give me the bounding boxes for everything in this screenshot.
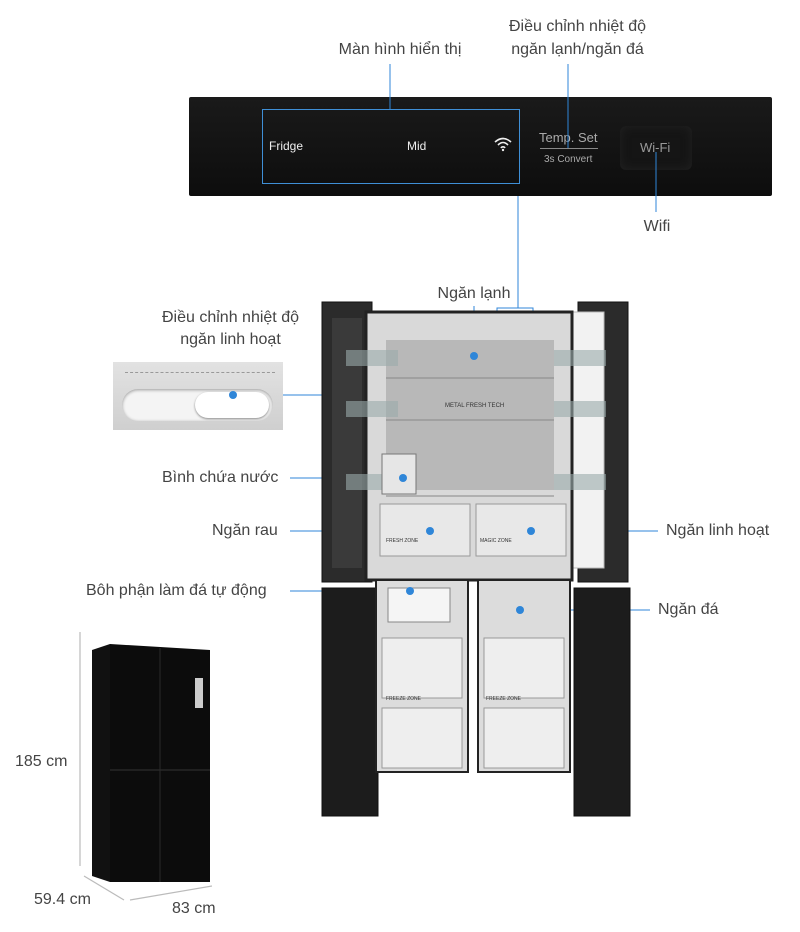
fridge-illustration xyxy=(321,301,631,817)
freeze-zone-text-2: FREEZE ZONE xyxy=(486,696,522,702)
height-dimension: 185 cm xyxy=(15,753,68,770)
fridge-compartment-label: Ngăn lạnh xyxy=(437,285,511,302)
metal-fresh-text: METAL FRESH TECH xyxy=(445,403,505,409)
water-tank-label: Bình chứa nước xyxy=(162,469,279,486)
magic-zone-text: MAGIC ZONE xyxy=(480,538,512,544)
wifi-icon xyxy=(494,137,512,152)
vegetable-marker xyxy=(426,527,434,535)
fridge-text: Fridge xyxy=(269,139,304,153)
temp-adjust-flex-label-line2: ngăn linh hoạt xyxy=(180,331,281,348)
width-dimension: 83 cm xyxy=(172,900,216,917)
temp-adjust-fridge-label-line2: ngăn lạnh/ngăn đá xyxy=(511,41,644,58)
flex-icons xyxy=(125,372,275,383)
temp-set-divider xyxy=(540,148,598,149)
convert-text: 3s Convert xyxy=(544,154,593,165)
wifi-label: Wifi xyxy=(643,218,671,235)
fresh-zone-text: FRESH ZONE xyxy=(386,538,419,544)
fridge-marker xyxy=(470,352,478,360)
dimension-illustration xyxy=(79,632,213,901)
freezer-marker xyxy=(516,606,524,614)
temp-adjust-flex-label-line1: Điều chỉnh nhiệt độ xyxy=(162,309,299,326)
flex-knob-marker xyxy=(229,391,237,399)
ice-maker-label: Bôh phận làm đá tự động xyxy=(86,582,267,599)
freeze-zone-text-1: FREEZE ZONE xyxy=(386,696,422,702)
water-tank-marker xyxy=(399,474,407,482)
flex-drawer-marker xyxy=(527,527,535,535)
wifi-button-text: Wi-Fi xyxy=(640,140,671,155)
temp-adjust-fridge-label-line1: Điều chỉnh nhiệt độ xyxy=(509,18,646,35)
depth-dimension: 59.4 cm xyxy=(34,891,91,908)
display-screen xyxy=(262,109,520,184)
freezer-label: Ngăn đá xyxy=(658,601,719,618)
flexible-drawer-label: Ngăn linh hoạt xyxy=(666,522,770,539)
display-screen-label: Màn hình hiển thị xyxy=(338,41,462,58)
ice-maker-marker xyxy=(406,587,414,595)
flex-control-inset xyxy=(113,362,283,430)
vegetable-drawer-label: Ngăn rau xyxy=(212,522,278,539)
mode-text: Mid xyxy=(407,139,427,153)
